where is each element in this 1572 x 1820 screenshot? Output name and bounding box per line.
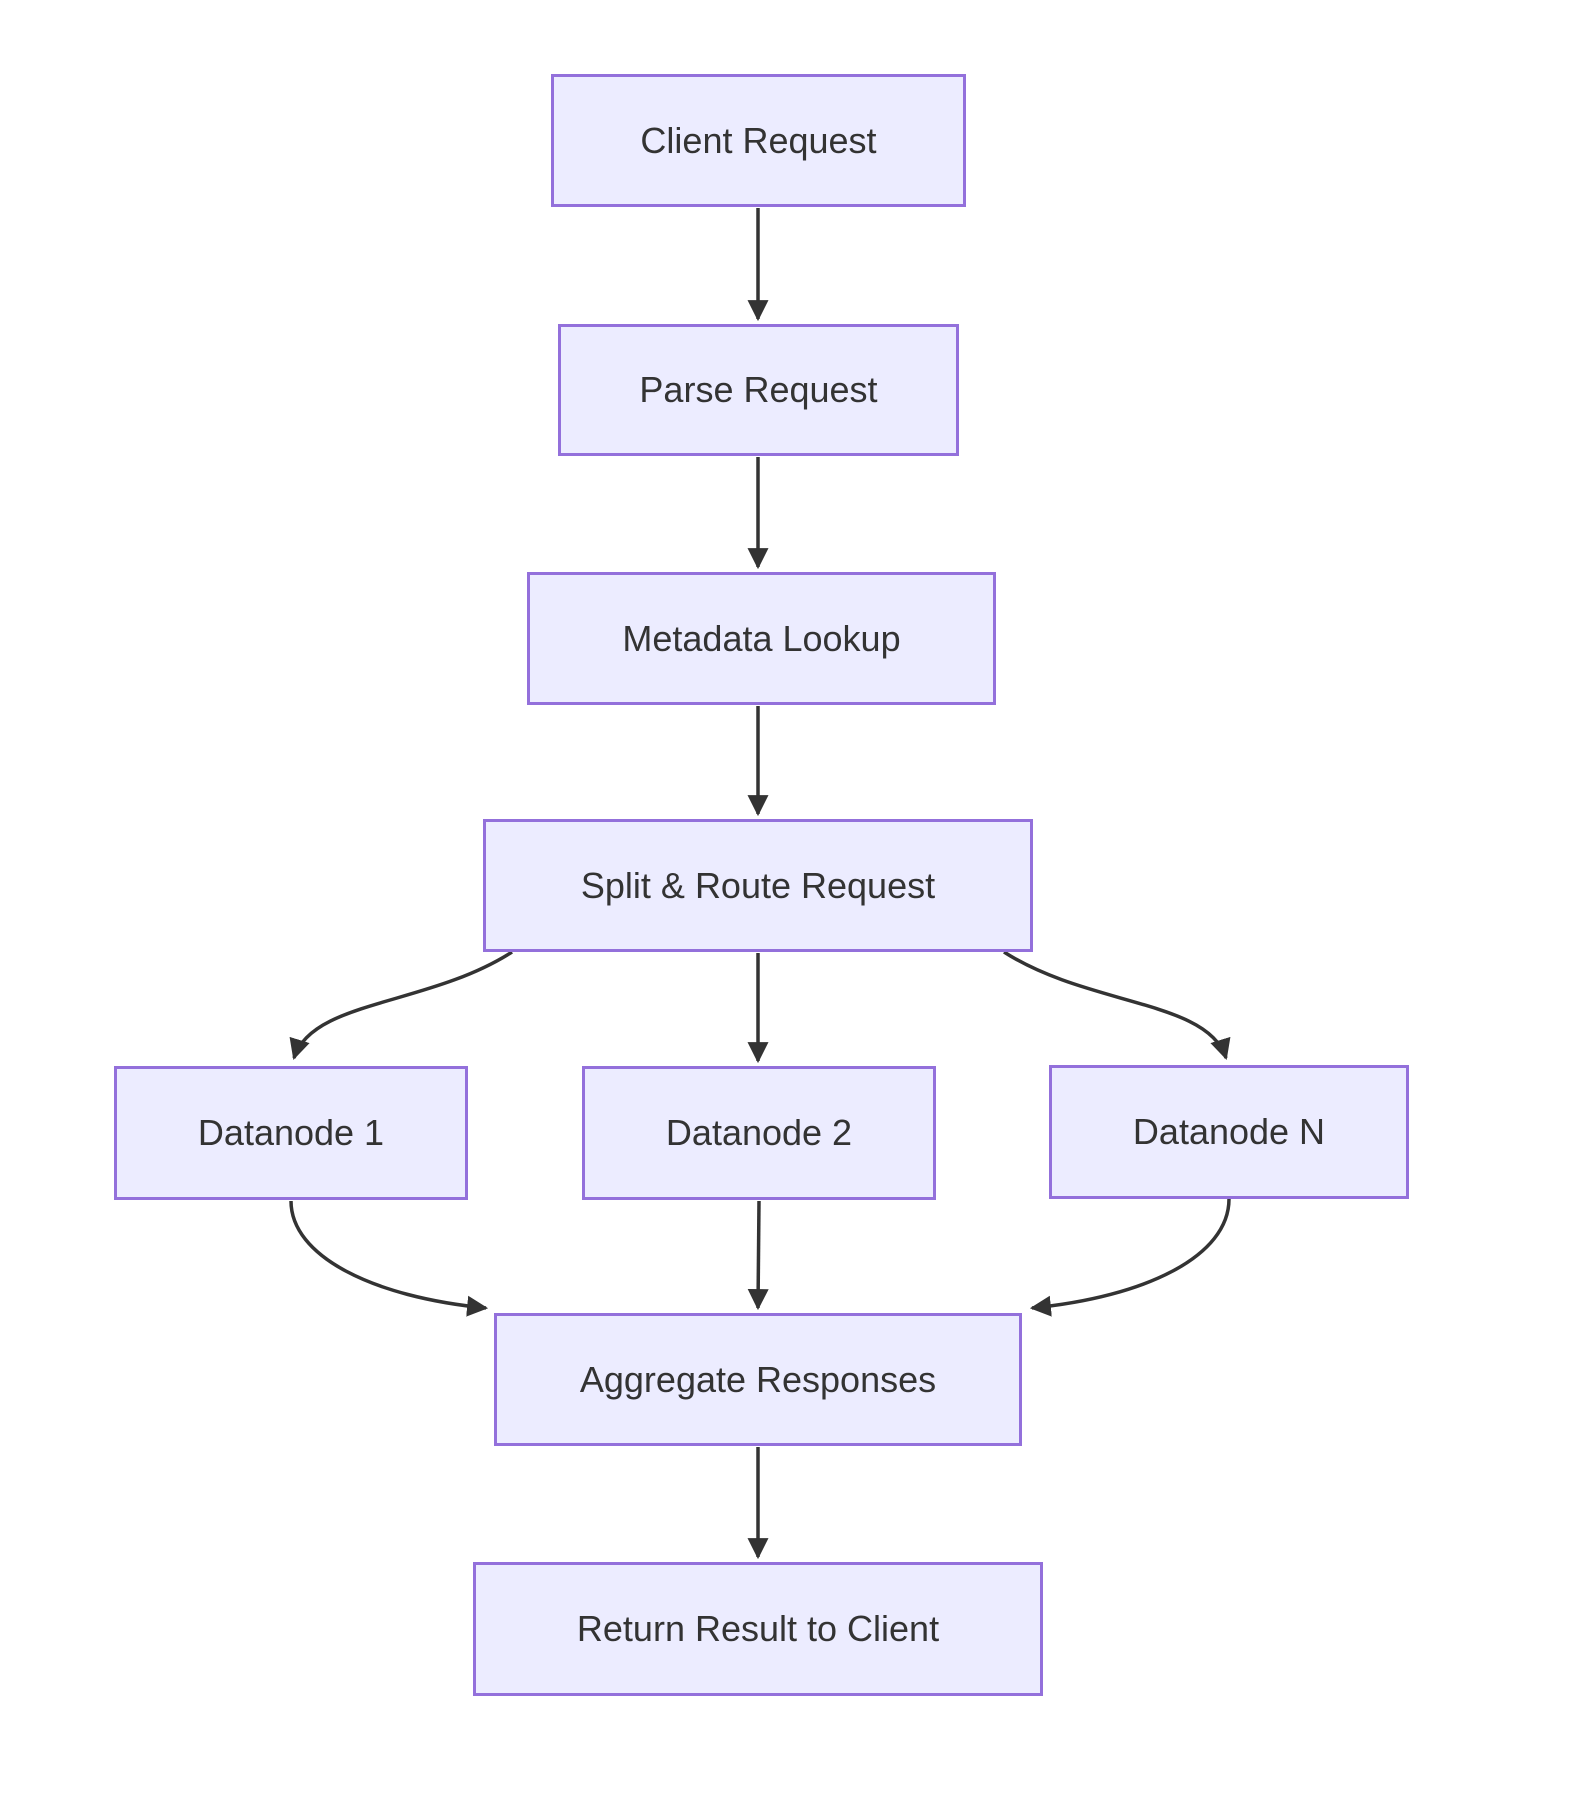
edge-datanodeN-to-aggregate: [1029, 1198, 1231, 1317]
node-client-request: Client Request: [551, 74, 966, 207]
node-split-route-request-label: Split & Route Request: [580, 864, 936, 906]
node-split-route-request: Split & Route Request: [483, 819, 1033, 952]
node-datanode-1: Datanode 1: [114, 1066, 468, 1200]
node-parse-request: Parse Request: [558, 324, 959, 456]
node-metadata-lookup-label: Metadata Lookup: [622, 617, 901, 659]
node-datanode-2-label: Datanode 2: [665, 1112, 853, 1154]
node-return-result-to-client: Return Result to Client: [473, 1562, 1043, 1696]
node-datanode-1-label: Datanode 1: [197, 1112, 385, 1154]
node-return-result-to-client-label: Return Result to Client: [576, 1608, 940, 1650]
node-parse-request-label: Parse Request: [639, 369, 878, 411]
node-aggregate-responses-label: Aggregate Responses: [579, 1358, 937, 1400]
node-client-request-label: Client Request: [640, 119, 877, 161]
edge-split-to-datanodeN: [1003, 950, 1231, 1061]
node-aggregate-responses: Aggregate Responses: [494, 1313, 1022, 1446]
node-datanode-2: Datanode 2: [582, 1066, 936, 1200]
edge-datanode1-to-aggregate: [289, 1200, 489, 1317]
edge-datanode2-to-aggregate: [747, 1200, 769, 1311]
node-datanode-n-label: Datanode N: [1132, 1111, 1326, 1153]
edge-split-to-datanode1: [289, 950, 513, 1061]
node-metadata-lookup: Metadata Lookup: [527, 572, 996, 705]
node-datanode-n: Datanode N: [1049, 1065, 1409, 1199]
